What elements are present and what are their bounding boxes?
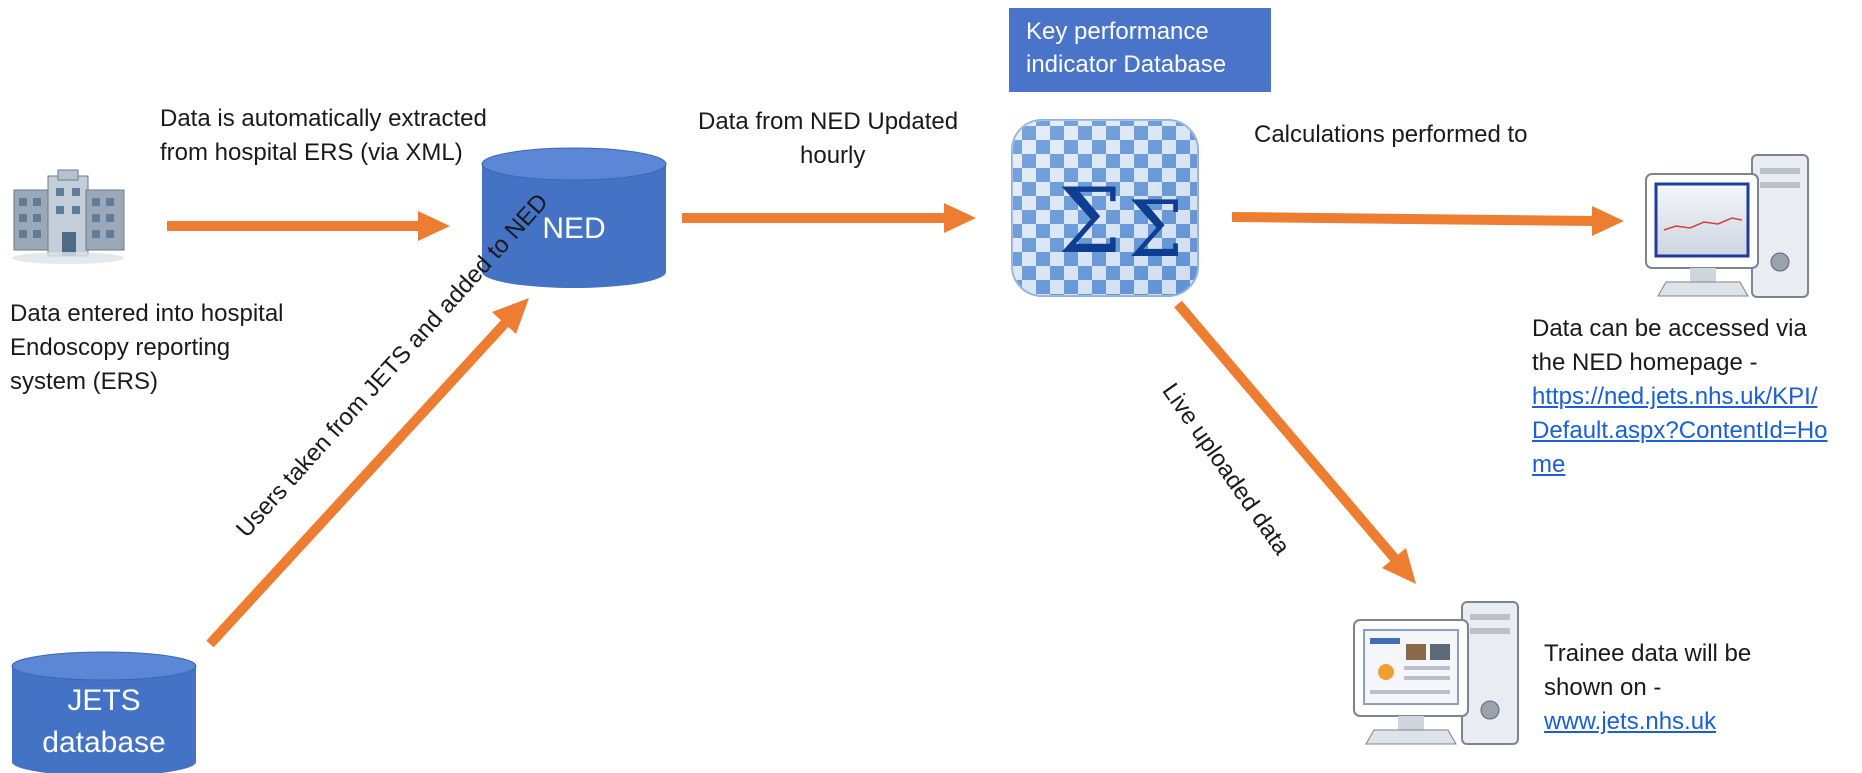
kpi-label-line-1: Key performance xyxy=(1026,18,1209,45)
extract-text-line-2: from hospital ERS (via XML) xyxy=(160,139,463,166)
ned-cylinder xyxy=(481,147,667,288)
ned-homepage-link-line-1[interactable]: https://ned.jets.nhs.uk/KPI/ xyxy=(1532,383,1818,410)
kpi-label-line-2: indicator Database xyxy=(1026,51,1227,78)
jets-cylinder xyxy=(11,651,197,773)
ned-label: NED xyxy=(542,212,606,245)
entered-text-line-3: system (ERS) xyxy=(10,368,159,395)
entered-text-line-2: Endoscopy reporting xyxy=(10,334,231,361)
entered-text-line-1: Data entered into hospital xyxy=(10,300,284,327)
arrow-ned-to-kpi xyxy=(682,203,976,233)
calculation-text: Calculations performed to xyxy=(1254,121,1528,148)
ned-update-text-line-2: hourly xyxy=(800,142,866,169)
trainee-link[interactable]: www.jets.nhs.uk xyxy=(1544,708,1717,735)
trainee-text-line-1: Trainee data will be xyxy=(1544,640,1752,667)
arrow-jets-to-ned xyxy=(206,298,529,648)
sigma-cube-icon: Σ Σ xyxy=(1011,119,1199,297)
svg-text:Σ: Σ xyxy=(1128,185,1183,275)
arrow-kpi-to-ned-homepage xyxy=(1231,206,1624,236)
trainee-text-line-2: shown on - xyxy=(1544,674,1662,701)
ned-update-text-line-1: Data from NED Updated xyxy=(698,108,959,135)
arrow-kpi-to-trainee xyxy=(1174,300,1416,584)
kpi-database-label: Key performance indicator Database xyxy=(1009,8,1271,92)
hospital-building-icon xyxy=(12,169,125,264)
desktop-computer-icon xyxy=(1353,601,1519,745)
arrow-hospital-to-ned xyxy=(167,211,450,241)
jets-label-line-1: JETS xyxy=(67,684,141,717)
ned-homepage-link-line-3[interactable]: me xyxy=(1532,451,1566,478)
svg-text:Σ: Σ xyxy=(1058,169,1122,274)
ned-homepage-link-line-2[interactable]: Default.aspx?ContentId=Ho xyxy=(1532,417,1828,444)
extract-text-line-1: Data is automatically extracted xyxy=(160,105,487,132)
desktop-computer-icon xyxy=(1645,154,1809,298)
jets-label-line-2: database xyxy=(42,726,166,759)
ned-homepage-text-line-1: Data can be accessed via xyxy=(1532,315,1807,342)
ned-homepage-text-line-2: the NED homepage - xyxy=(1532,349,1758,376)
